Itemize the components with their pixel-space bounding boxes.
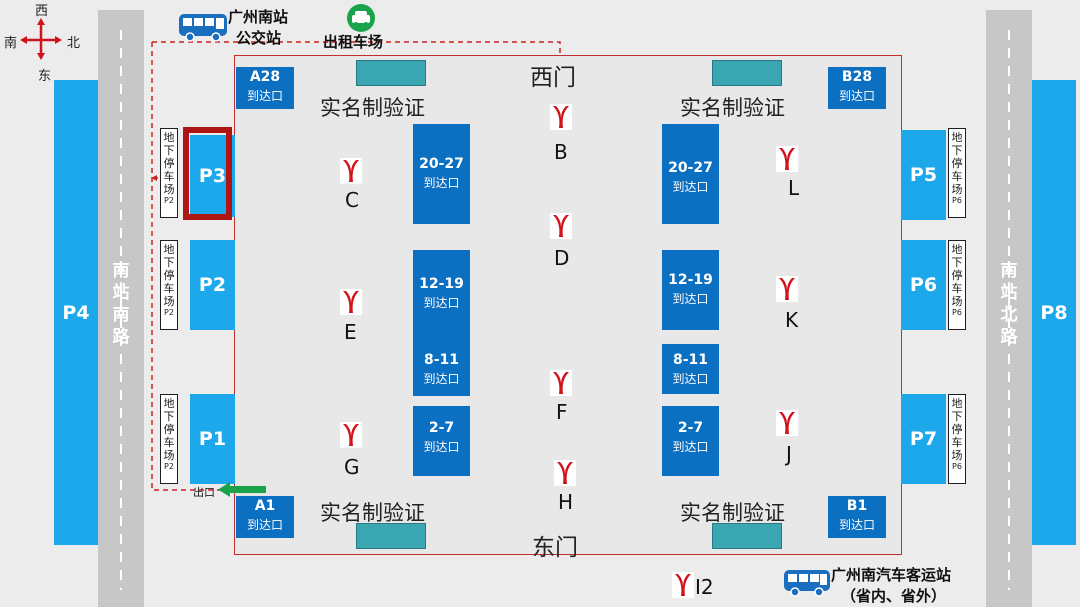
bus-station-name: 广州南站 <box>228 8 289 26</box>
metro-exit-c: C <box>345 188 359 212</box>
metro-icon <box>550 370 572 396</box>
metro-icon <box>550 213 572 239</box>
metro-icon <box>776 410 798 436</box>
bus-station-sub: 公交站 <box>236 29 282 47</box>
security-box <box>712 523 782 549</box>
verify-label: 实名制验证 <box>320 501 425 525</box>
road-left: 南站南路 <box>98 10 144 607</box>
taxi-label: 出租车场 <box>323 33 384 51</box>
compass-south: 南 <box>4 36 18 51</box>
metro-icon <box>672 572 694 598</box>
metro-exit-g: G <box>344 455 360 479</box>
parking-p6[interactable]: P6 <box>901 240 946 330</box>
verify-label: 实名制验证 <box>680 501 785 525</box>
parking-p5[interactable]: P5 <box>901 130 946 220</box>
parking-p2[interactable]: P2 <box>190 240 235 330</box>
compass-north: 北 <box>67 36 81 51</box>
west-gate: 西门 <box>530 65 576 91</box>
east-gate: 东门 <box>532 535 578 561</box>
metro-exit-b: B <box>554 140 568 164</box>
metro-icon <box>776 146 798 172</box>
taxi-icon <box>347 4 375 32</box>
metro-icon <box>776 276 798 302</box>
coach-station-sub: （省内、省外） <box>841 587 947 605</box>
security-box <box>356 523 426 549</box>
route-left <box>151 42 236 491</box>
metro-icon <box>550 104 572 130</box>
parking-p1[interactable]: P1 <box>190 394 235 484</box>
verify-label: 实名制验证 <box>680 96 785 120</box>
metro-exit-f: F <box>556 400 568 424</box>
metro-exit-i2: I2 <box>695 575 714 599</box>
metro-exit-e: E <box>344 320 357 344</box>
compass-icon <box>20 18 62 60</box>
metro-exit-h: H <box>558 490 574 514</box>
metro-icon <box>340 289 362 315</box>
metro-exit-j: J <box>786 442 792 466</box>
parking-p8[interactable]: P8 <box>1032 80 1076 545</box>
coach-station-name: 广州南汽车客运站 <box>831 566 952 584</box>
metro-exit-l: L <box>788 176 800 200</box>
metro-icon <box>554 460 576 486</box>
road-right: 南站北路 <box>986 10 1032 607</box>
compass-west: 西 <box>35 4 49 19</box>
security-box <box>712 60 782 86</box>
metro-icon <box>340 158 362 184</box>
metro-exit-d: D <box>554 246 570 270</box>
bus-icon <box>179 14 227 42</box>
p3-highlight-frame <box>183 127 232 220</box>
exit-label: 出口 <box>193 486 215 499</box>
route-top <box>152 41 561 60</box>
metro-exit-k: K <box>785 308 799 332</box>
exit-arrow-icon <box>218 482 266 497</box>
metro-icon <box>340 422 362 448</box>
parking-p7[interactable]: P7 <box>901 394 946 484</box>
compass-east: 东 <box>38 69 52 84</box>
verify-label: 实名制验证 <box>320 96 425 120</box>
security-box <box>356 60 426 86</box>
parking-p4[interactable]: P4 <box>54 80 98 545</box>
coach-bus-icon <box>784 570 830 597</box>
